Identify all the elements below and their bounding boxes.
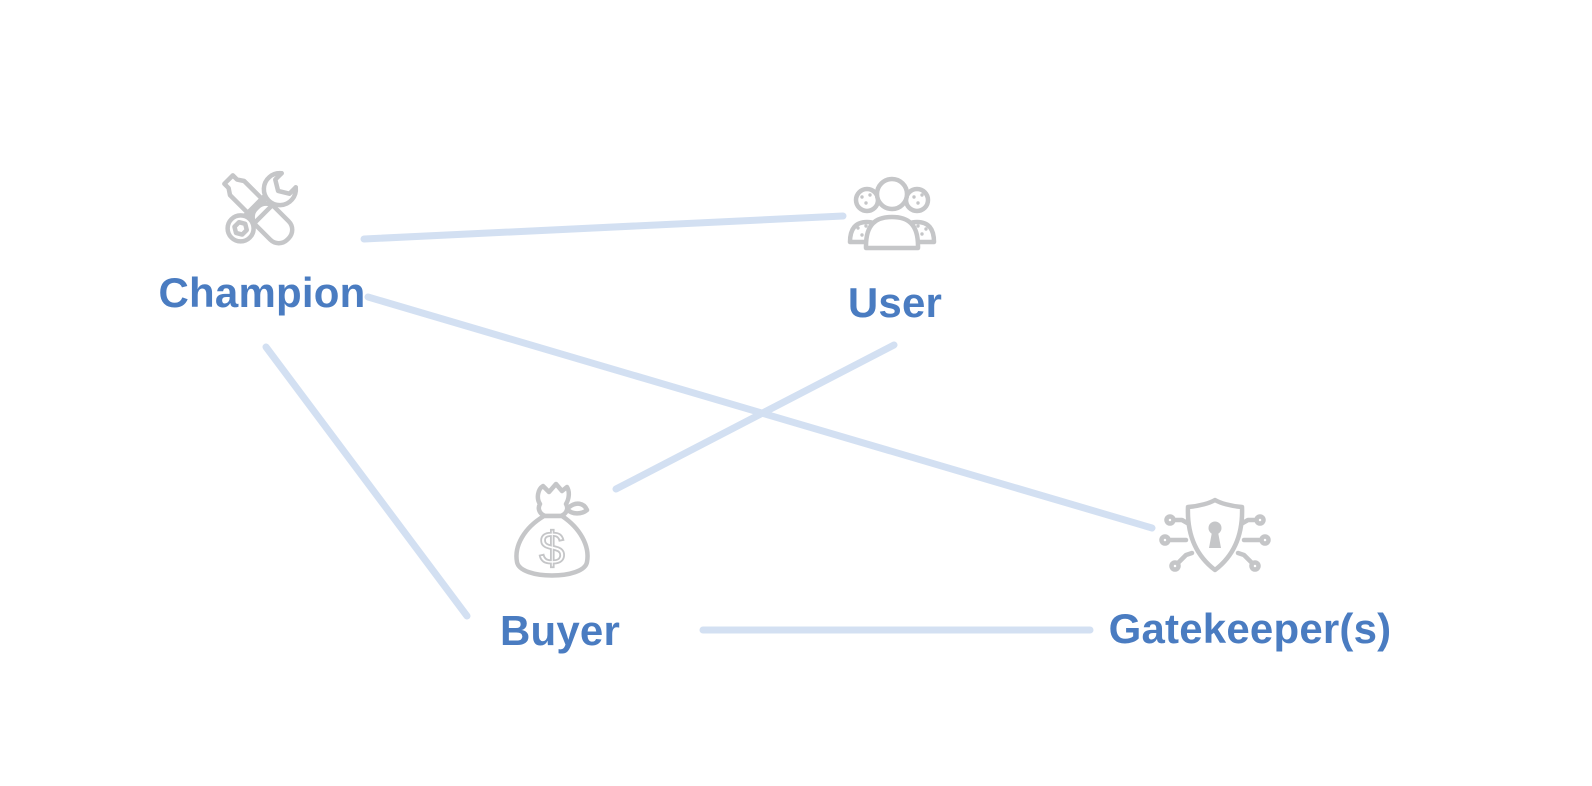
node-label-gatekeeper: Gatekeeper(s) xyxy=(1108,605,1392,652)
connector-champion-buyer xyxy=(262,343,471,620)
security-shield-icon xyxy=(1158,490,1272,592)
tools-icon xyxy=(206,160,312,260)
money-bag-icon: $ xyxy=(502,478,602,592)
node-label-buyer: Buyer xyxy=(499,607,621,654)
user-group-icon xyxy=(840,170,944,254)
svg-text:$: $ xyxy=(539,522,565,574)
node-label-champion: Champion xyxy=(158,269,366,316)
connector-champion-user xyxy=(360,212,847,243)
connector-user-buyer xyxy=(612,341,898,493)
node-label-user: User xyxy=(847,279,943,326)
